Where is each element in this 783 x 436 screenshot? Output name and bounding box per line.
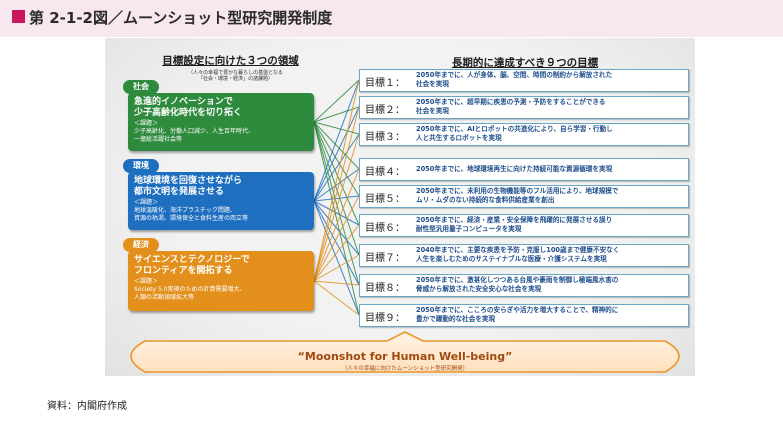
figure-header: 第 2-1-2図／ムーンショット型研究開発制度	[0, 0, 783, 37]
moonshot-subtitle: （人々の幸福に向けたムーンショット型研究開発）	[341, 366, 469, 372]
goal-row-5: 目標５： 2050年までに、未利用の生物機能等のフル活用により、地球規模で ムリ…	[359, 185, 689, 208]
connector-line	[313, 280, 360, 286]
figure-title: 第 2-1-2図／ムーンショット型研究開発制度	[29, 9, 333, 27]
goal-label: 目標１：	[365, 78, 405, 89]
header-square-icon	[12, 10, 25, 23]
moonshot-title: “Moonshot for Human Well-being”	[297, 350, 513, 363]
connector-line	[313, 106, 360, 202]
moonshot-diagram: 目標設定に向けた３つの領域 （人々の幸福で豊かな暮らしの基盤となる 「社会・環境…	[105, 38, 695, 376]
goal-row-7: 目標７： 2040年までに、主要な疾患を予防・克服し100歳まで健康不安なく 人…	[359, 244, 689, 267]
goal-label: 目標６：	[365, 223, 405, 234]
domain-lead-economy: サイエンスとテクノロジーで フロンティアを開拓する	[134, 255, 250, 276]
connector-line	[313, 133, 360, 282]
source-note: 資料：内閣府作成	[47, 401, 127, 412]
connector-line	[313, 224, 360, 282]
connector-line	[313, 79, 360, 123]
connector-line	[313, 121, 360, 135]
goal-row-6: 目標６： 2050年までに、経済・産業・安全保障を飛躍的に発展させる誤り 耐性型…	[359, 214, 689, 237]
goal-row-4: 目標４： 2050年までに、地球環境再生に向けた持続可能な資源循環を実現	[359, 158, 689, 181]
connector-line	[313, 200, 360, 316]
goal-row-2: 目標２： 2050年までに、超早期に疾患の予測・予防をすることができる 社会を実…	[359, 96, 689, 119]
connector-line	[313, 79, 360, 202]
connector-line	[313, 200, 360, 256]
goal-text: 2050年までに、人が身体、脳、空間、時間の制約から解放された 社会を実現	[416, 71, 613, 88]
goal-text: 2050年までに、こころの安らぎや活力を増大することで、精神的に 豊かで躍動的な…	[416, 306, 619, 323]
connector-line	[313, 195, 360, 202]
goal-row-1: 目標１： 2050年までに、人が身体、脳、空間、時間の制約から解放された 社会を…	[359, 69, 689, 92]
connector-line	[313, 121, 360, 256]
goal-text: 2050年までに、超早期に疾患の予測・予防をすることができる 社会を実現	[416, 98, 606, 115]
domain-sub-economy: ＜課題＞ Society 5.0実現のための計算需要増大、 人類の活動領域拡大等	[134, 278, 246, 301]
domain-sub-environment: ＜課題＞ 地球温暖化、海洋プラスチック問題、 資源の枯渇、環境保全と食料生産の両…	[134, 199, 249, 222]
domain-tag-society: 社会	[123, 80, 159, 94]
domain-lead-environment: 地球環境を回復させながら 都市文明を発展させる	[134, 176, 243, 197]
connector-line	[313, 280, 360, 316]
goal-label: 目標７：	[365, 253, 405, 264]
connector-line	[313, 168, 360, 202]
left-note: （人々の幸福で豊かな暮らしの基盤となる 「社会・環境・経済」の諸課題）	[153, 70, 318, 82]
goal-label: 目標５：	[365, 194, 405, 205]
connector-line	[313, 121, 360, 197]
domain-sub-society: ＜課題＞ 少子高齢化、労働人口減少、人生百年時代、 一億総活躍社会等	[134, 120, 255, 143]
connector-line	[313, 106, 360, 123]
domain-tag-economy: 経済	[123, 238, 159, 252]
goal-row-3: 目標３： 2050年までに、AIとロボットの共進化により、自ら学習・行動し 人と…	[359, 123, 689, 146]
connector-line	[313, 168, 360, 282]
right-heading: 長期的に達成すべき９つの目標	[451, 57, 599, 69]
domain-lead-society: 急進的イノベーションで 少子高齢化時代を切り拓く	[134, 97, 243, 118]
goal-text: 2050年までに、経済・産業・安全保障を飛躍的に発展させる誤り 耐性型汎用量子コ…	[416, 216, 613, 233]
moonshot-arrow-icon	[130, 331, 680, 373]
connector-line	[313, 79, 360, 282]
domain-tag-environment: 環境	[123, 159, 159, 173]
goal-row-9: 目標９： 2050年までに、こころの安らぎや活力を増大することで、精神的に 豊か…	[359, 304, 689, 327]
domain-box-environment: 地球環境を回復させながら 都市文明を発展させる ＜課題＞ 地球温暖化、海洋プラス…	[128, 172, 314, 230]
goal-label: 目標９：	[365, 313, 405, 324]
goal-text: 2050年までに、激甚化しつつある台風や豪雨を制御し極端風水害の 脅威から解放さ…	[416, 276, 619, 293]
connector-line	[313, 121, 360, 170]
domain-box-economy: サイエンスとテクノロジーで フロンティアを開拓する ＜課題＞ Society 5…	[128, 251, 314, 311]
connector-line	[313, 106, 360, 282]
connector-line	[313, 121, 360, 286]
goal-text: 2050年までに、未利用の生物機能等のフル活用により、地球規模で ムリ・ムダのな…	[416, 187, 619, 204]
connector-line	[313, 133, 360, 202]
goal-row-8: 目標８： 2050年までに、激甚化しつつある台風や豪雨を制御し極端風水害の 脅威…	[359, 274, 689, 297]
connector-line	[313, 121, 360, 316]
goal-text: 2040年までに、主要な疾患を予防・克服し100歳まで健康不安なく 人生を楽しむ…	[416, 246, 620, 263]
connector-line	[313, 195, 360, 282]
left-note-text: （人々の幸福で豊かな暮らしの基盤となる 「社会・環境・経済」の諸課題）	[188, 70, 283, 82]
goal-label: 目標８：	[365, 283, 405, 294]
left-heading: 目標設定に向けた３つの領域	[162, 55, 299, 67]
connector-line	[313, 200, 360, 226]
connector-line	[313, 200, 360, 286]
goal-text: 2050年までに、地球環境再生に向けた持続可能な資源循環を実現	[416, 165, 613, 173]
connector-line	[313, 121, 360, 226]
goal-label: 目標４：	[365, 167, 405, 178]
connector-line	[313, 254, 360, 282]
connector-lines	[313, 79, 360, 316]
domain-box-society: 急進的イノベーションで 少子高齢化時代を切り拓く ＜課題＞ 少子高齢化、労働人口…	[128, 93, 314, 151]
goal-label: 目標３：	[365, 132, 405, 143]
goal-text: 2050年までに、AIとロボットの共進化により、自ら学習・行動し 人と共生するロ…	[416, 125, 613, 142]
goal-label: 目標２：	[365, 105, 405, 116]
